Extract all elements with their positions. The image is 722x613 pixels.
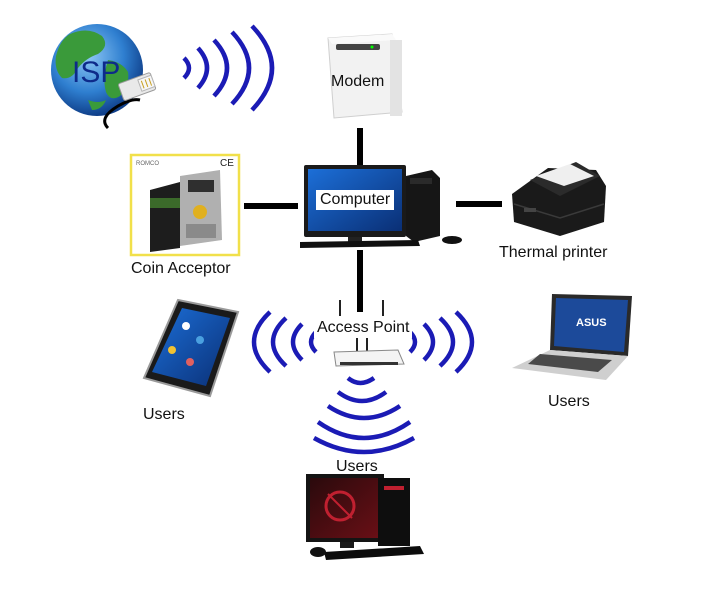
ap-wifi-waves-left-icon [251, 310, 318, 374]
users-phone-label: Users [143, 406, 185, 423]
connector-lines [244, 128, 502, 312]
isp-label: ISP [72, 56, 120, 89]
svg-text:ROMCO: ROMCO [136, 161, 159, 167]
ap-wifi-waves-right-icon [408, 310, 475, 374]
isp-wifi-waves-icon [182, 24, 275, 112]
svg-text:CE: CE [220, 158, 234, 169]
smartphone-icon [142, 298, 240, 398]
modem-icon [327, 33, 403, 119]
laptop-icon: ASUS [512, 294, 632, 380]
computer-label: Computer [316, 190, 395, 210]
users-laptop-label: Users [548, 393, 590, 410]
access-point-icon [333, 300, 405, 367]
thermal-printer-label: Thermal printer [499, 244, 608, 261]
coin-acceptor-icon: ROMCO CE [129, 153, 241, 257]
modem-label: Modem [331, 73, 385, 90]
users-desktop-label: Users [336, 458, 378, 475]
coin-acceptor-label: Coin Acceptor [131, 260, 231, 277]
ap-wifi-waves-down-icon [312, 376, 416, 455]
access-point-label: Access Point [314, 318, 413, 338]
isp-globe-icon: ISP [51, 24, 157, 130]
thermal-printer-icon [512, 162, 606, 236]
laptop-brand: ASUS [576, 317, 607, 329]
desktop-computer-icon [306, 474, 424, 560]
